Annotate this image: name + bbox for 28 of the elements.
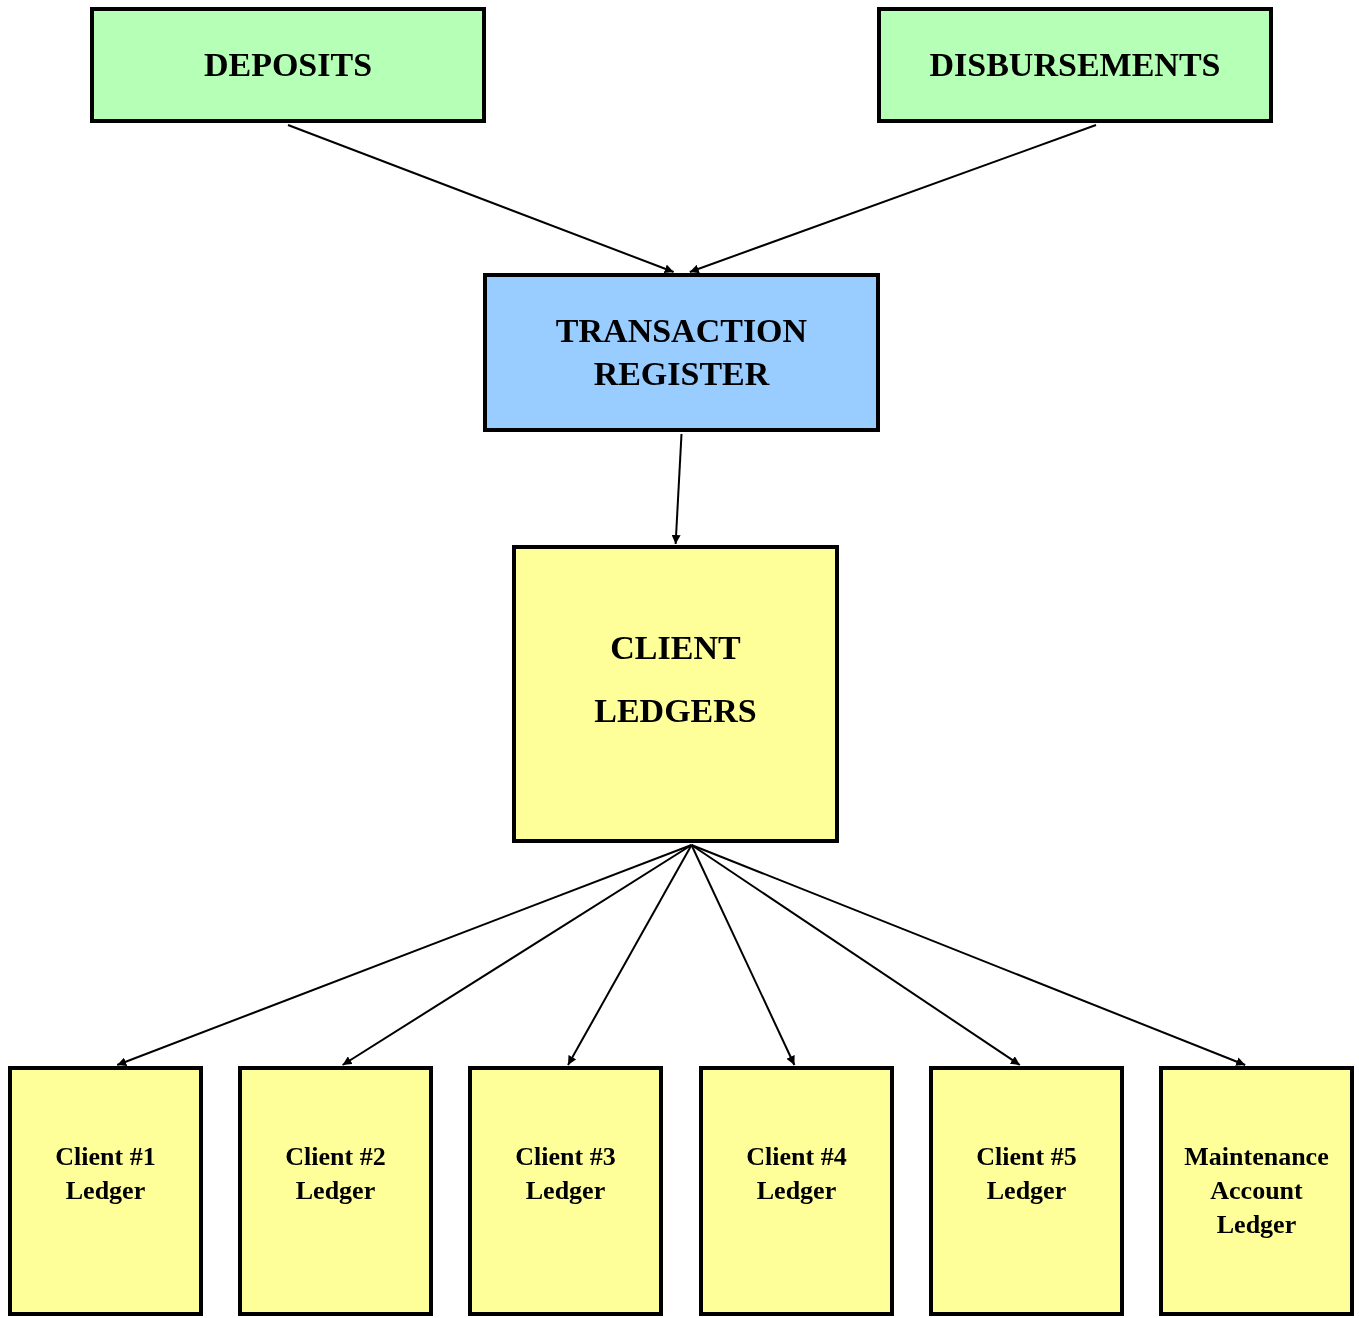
- process-box: [90, 7, 486, 123]
- arrow: [690, 844, 796, 1066]
- process-box: [238, 1066, 433, 1316]
- box-label: Client #4 Ledger: [745, 1141, 848, 1207]
- process-box: [929, 1066, 1124, 1316]
- process-box: [468, 1066, 663, 1316]
- box-label: CLIENT LEDGERS: [593, 628, 758, 731]
- arrow: [688, 124, 1097, 274]
- box-label: Client #5 Ledger: [975, 1141, 1078, 1207]
- process-box: [512, 545, 839, 843]
- box-label: DEPOSITS: [203, 46, 373, 84]
- process-box: [877, 7, 1273, 123]
- arrow: [671, 433, 683, 545]
- arrow: [567, 844, 693, 1066]
- box-label: Client #2 Ledger: [284, 1141, 387, 1207]
- process-box: [1159, 1066, 1354, 1316]
- arrow: [690, 844, 1021, 1066]
- arrow: [690, 844, 1247, 1066]
- process-box: [699, 1066, 894, 1316]
- box-label: Maintenance Account Ledger: [1183, 1141, 1330, 1241]
- arrow: [287, 124, 675, 273]
- box-label: Client #1 Ledger: [54, 1141, 157, 1207]
- box-label: DISBURSEMENTS: [929, 46, 1221, 84]
- box-label: Client #3 Ledger: [514, 1141, 617, 1207]
- process-box: [483, 273, 880, 432]
- box-label: TRANSACTION REGISTER: [554, 311, 809, 394]
- arrow: [341, 844, 693, 1066]
- process-box: [8, 1066, 203, 1316]
